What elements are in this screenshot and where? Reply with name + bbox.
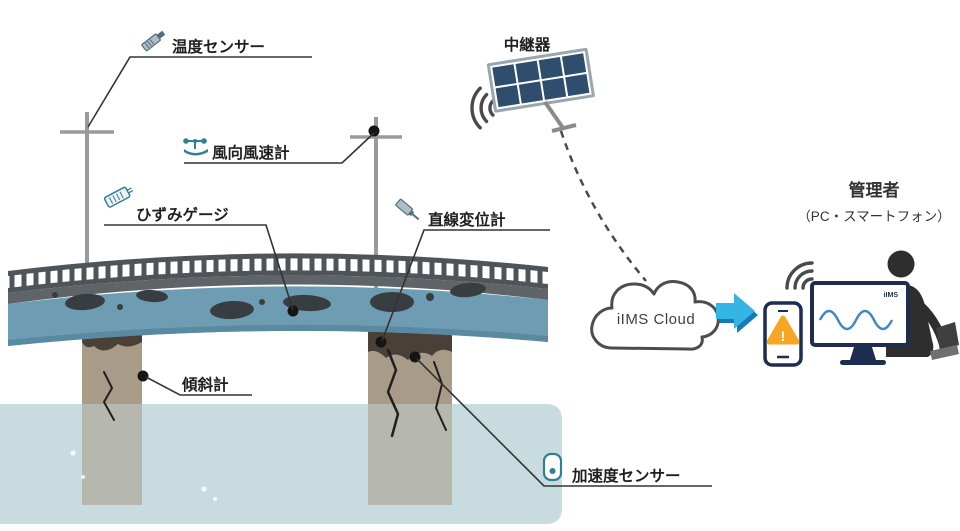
displacement-sensor-point <box>375 336 387 348</box>
displacement-probe-icon <box>395 198 420 221</box>
sensor-pole-left <box>60 112 114 280</box>
pier-crack-right-2 <box>433 361 447 431</box>
repeater-label: 中継器 <box>504 35 551 54</box>
warning-mark: ! <box>781 328 786 344</box>
displacement-leader-line <box>381 229 550 342</box>
bridge-railing <box>8 258 548 288</box>
temperature-leader-line <box>87 56 312 128</box>
temperature-sensor-label: 温度センサー <box>172 37 265 56</box>
monitor-screen-logo: iIMS <box>884 292 899 299</box>
cloud-icon: iIMS Cloud <box>590 280 720 351</box>
wind-sensor-label: 風向風速計 <box>212 143 290 162</box>
cloud-label: iIMS Cloud <box>617 311 695 328</box>
monitor-wave-chart <box>818 309 894 331</box>
girder-damage-patches <box>52 282 486 320</box>
repeater-to-cloud-link <box>559 130 647 282</box>
wind-sensor-point <box>368 125 380 137</box>
displacement-sensor-label: 直線変位計 <box>428 210 506 229</box>
strain-leader-line <box>104 224 294 311</box>
bridge-pier-left <box>82 330 142 505</box>
acceleration-sensor-label: 加速度センサー <box>571 466 681 485</box>
inclinometer-leader-line <box>145 376 252 396</box>
acceleration-leader-line <box>416 358 712 487</box>
strain-gauge-icon <box>103 186 134 208</box>
inclinometer-sensor-point <box>137 370 149 382</box>
accelerometer-icon <box>542 452 563 482</box>
wifi-signal-icon-repeater <box>470 86 495 130</box>
monitor-icon: iIMS <box>810 281 910 365</box>
admin-subtitle: （PC・スマートフォン） <box>797 209 950 224</box>
anemometer-icon <box>183 138 208 156</box>
laptop-icon <box>930 322 959 360</box>
solar-panel-icon <box>486 47 595 133</box>
admin-title: 管理者 <box>849 180 900 200</box>
smartphone-icon: ! <box>763 301 803 367</box>
pier-crack-right-1 <box>386 348 400 438</box>
temperature-probe-icon <box>141 30 166 52</box>
pier-crack-left <box>103 371 115 421</box>
water-bubbles <box>70 450 217 501</box>
water-overlay <box>0 404 562 524</box>
strain-gauge-label: ひずみゲージ <box>136 205 229 224</box>
wifi-signal-icon-devices <box>785 261 814 290</box>
inclinometer-label: 傾斜計 <box>181 375 229 394</box>
sensor-points <box>137 125 421 382</box>
warning-triangle-icon: ! <box>766 315 800 345</box>
bridge-deck <box>8 253 548 346</box>
wind-leader-line <box>184 132 375 164</box>
strain-sensor-point <box>287 305 299 317</box>
arrow-right-icon <box>716 293 758 333</box>
